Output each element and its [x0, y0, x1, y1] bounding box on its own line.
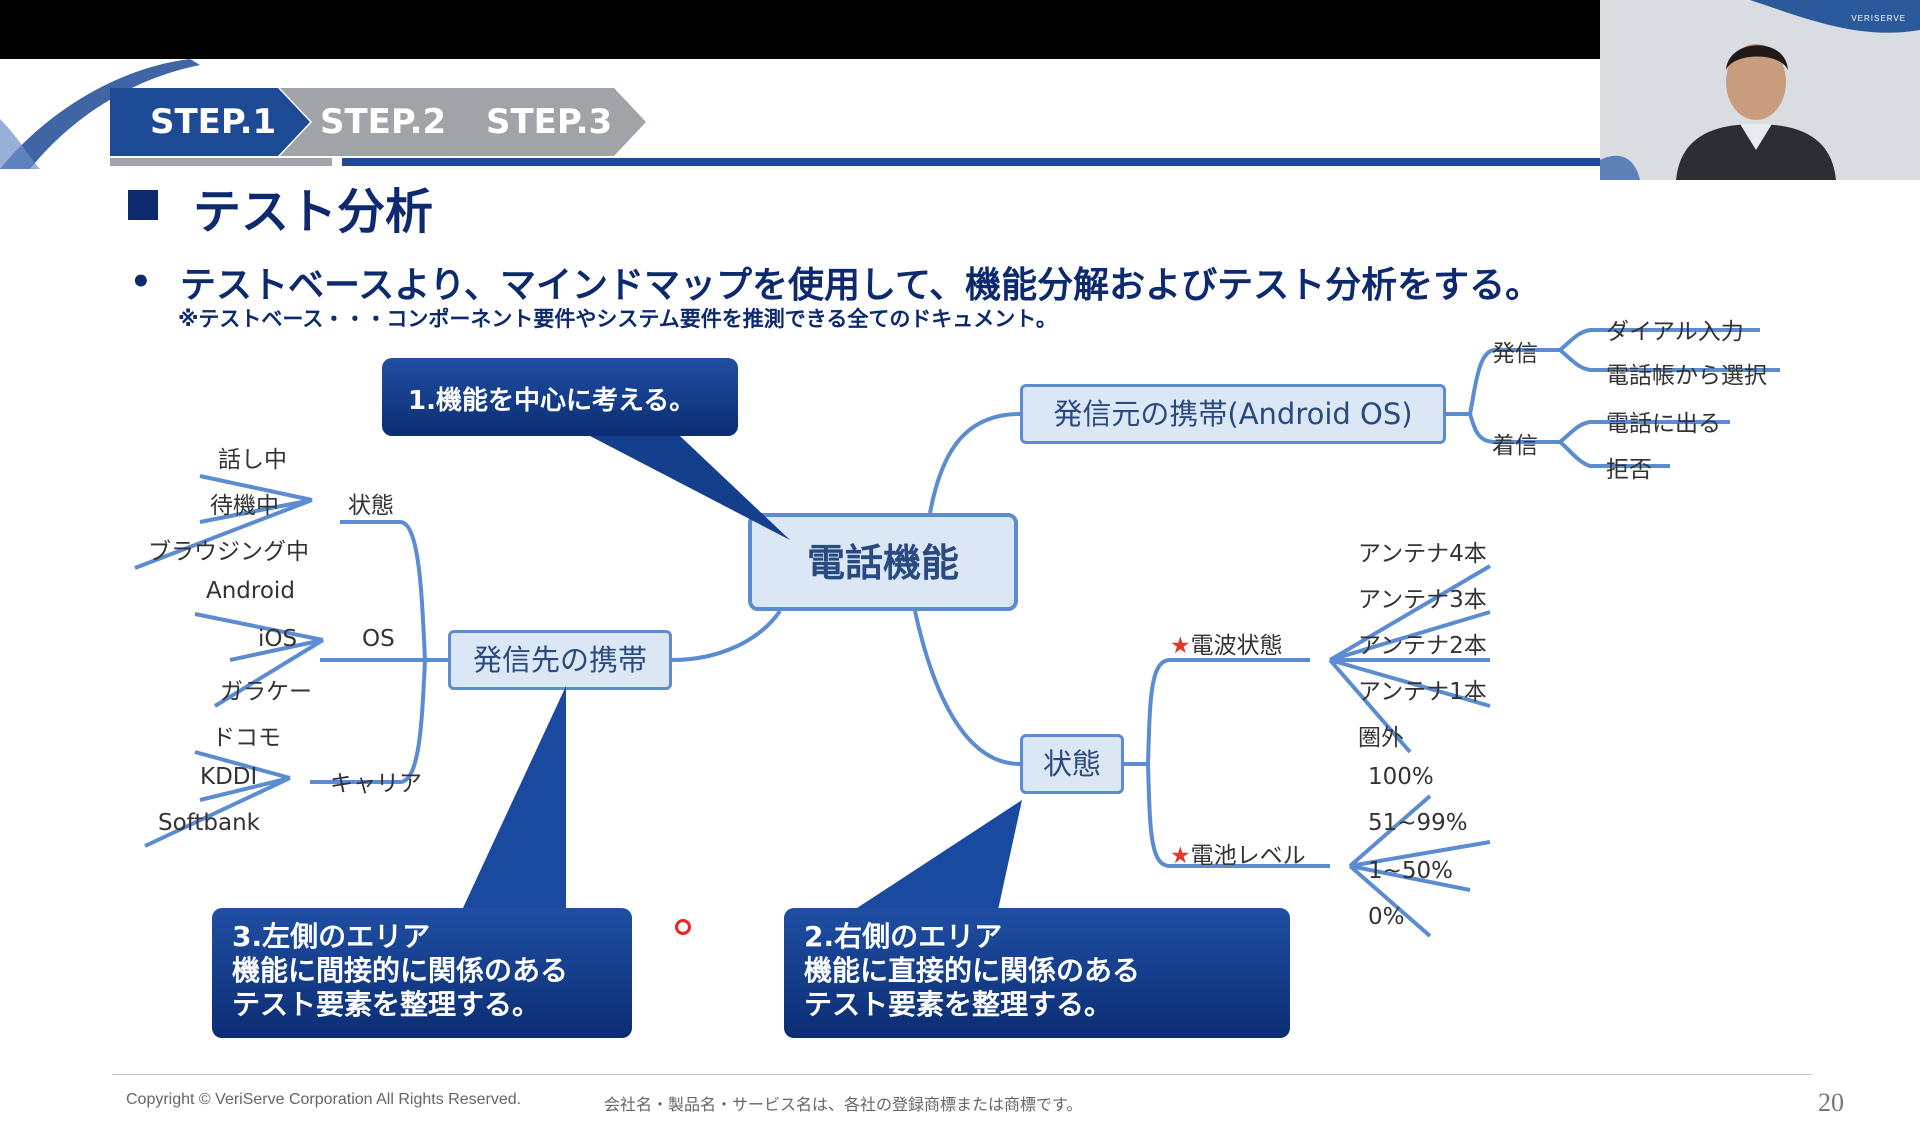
trademark-text: 会社名・製品名・サービス名は、各社の登録商標または商標です。 — [604, 1095, 1083, 1114]
mindmap-group-status: 状態 — [348, 493, 394, 519]
group-label: 電池レベル — [1190, 843, 1306, 869]
callout-3: 3.左側のエリア 機能に間接的に関係のある テスト要素を整理する。 — [212, 908, 632, 1038]
corner-swoosh-decoration — [0, 59, 200, 169]
callout-2-line: 2.右側のエリア — [804, 920, 1003, 953]
mindmap-leaf: 話し中 — [218, 447, 287, 473]
mindmap-leaf: ガラケー — [220, 679, 312, 705]
note-text: ※テストベース・・・コンポーネント要件やシステム要件を推測できる全てのドキュメン… — [178, 307, 1057, 331]
mindmap-leaf: 電話帳から選択 — [1606, 363, 1767, 389]
lead-text: テストベースより、マインドマップを使用して、機能分解およびテスト分析をする。 — [180, 265, 1542, 306]
callout-3-line: テスト要素を整理する。 — [232, 988, 541, 1021]
callout-2-line: 機能に直接的に関係のある — [804, 954, 1141, 987]
presenter-video-icon — [1600, 0, 1920, 180]
mindmap-group-signal: ★電波状態 — [1170, 626, 1283, 660]
mindmap-leaf: 0% — [1368, 904, 1405, 930]
footer-divider — [112, 1074, 1812, 1075]
webcam-logo: VERISERVE — [1851, 14, 1906, 23]
mindmap-leaf: Softbank — [158, 810, 260, 836]
step-3: STEP.3 — [446, 88, 646, 156]
mindmap-leaf: KDDI — [200, 764, 258, 790]
copyright-text: Copyright © VeriServe Corporation All Ri… — [126, 1091, 522, 1108]
group-label: 電波状態 — [1190, 633, 1283, 659]
star-icon: ★ — [1170, 633, 1191, 659]
mindmap-leaf: アンテナ3本 — [1358, 587, 1487, 613]
mindmap-leaf: 圏外 — [1358, 725, 1404, 751]
callout-2-line: テスト要素を整理する。 — [804, 988, 1113, 1021]
divider-blue — [342, 158, 1602, 166]
star-icon: ★ — [1170, 843, 1191, 869]
mindmap-leaf: 1~50% — [1368, 858, 1454, 884]
mindmap-group-outgoing: 発信 — [1492, 341, 1538, 367]
mindmap-leaf: Android — [206, 578, 295, 604]
mindmap-group-carrier: キャリア — [330, 771, 422, 797]
heading-square-icon — [128, 190, 158, 220]
step-2: STEP.2 — [280, 88, 480, 156]
presenter-webcam: VERISERVE — [1600, 0, 1920, 180]
bullet-dot: • — [130, 262, 152, 302]
mindmap-leaf: ブラウジング中 — [148, 539, 309, 565]
mindmap-leaf: iOS — [258, 626, 298, 652]
mindmap-leaf: ドコモ — [212, 725, 281, 751]
callout-3-line: 機能に間接的に関係のある — [232, 954, 569, 987]
callout-2: 2.右側のエリア 機能に直接的に関係のある テスト要素を整理する。 — [784, 908, 1290, 1038]
top-black-bar — [0, 0, 1600, 59]
step-1: STEP.1 — [110, 88, 310, 156]
mindmap-group-incoming: 着信 — [1492, 433, 1538, 459]
page-number: 20 — [1818, 1088, 1844, 1117]
callout-3-line: 3.左側のエリア — [232, 920, 431, 953]
mindmap-group-battery: ★電池レベル — [1170, 836, 1306, 870]
divider-grey — [110, 158, 332, 166]
mindmap-center-node: 電話機能 — [748, 513, 1018, 611]
mindmap-node-state: 状態 — [1020, 734, 1124, 794]
mindmap-leaf: アンテナ1本 — [1358, 679, 1487, 705]
mindmap-node-caller-phone: 発信元の携帯(Android OS) — [1020, 384, 1446, 444]
mindmap-leaf: 拒否 — [1606, 457, 1652, 483]
mindmap-leaf: 51~99% — [1368, 810, 1468, 836]
callout-1: 1.機能を中心に考える。 — [382, 358, 738, 436]
mindmap-leaf: 待機中 — [210, 493, 279, 519]
mindmap-leaf: ダイアル入力 — [1606, 319, 1744, 345]
mindmap-leaf: アンテナ2本 — [1358, 633, 1487, 659]
mindmap-group-os: OS — [362, 626, 395, 652]
mindmap-leaf: 100% — [1368, 764, 1434, 790]
mindmap-node-callee-phone: 発信先の携帯 — [448, 630, 672, 690]
slide-heading: テスト分析 — [193, 184, 434, 240]
laser-pointer-icon — [675, 919, 691, 935]
mindmap-leaf: アンテナ4本 — [1358, 541, 1487, 567]
mindmap-leaf: 電話に出る — [1606, 411, 1721, 437]
